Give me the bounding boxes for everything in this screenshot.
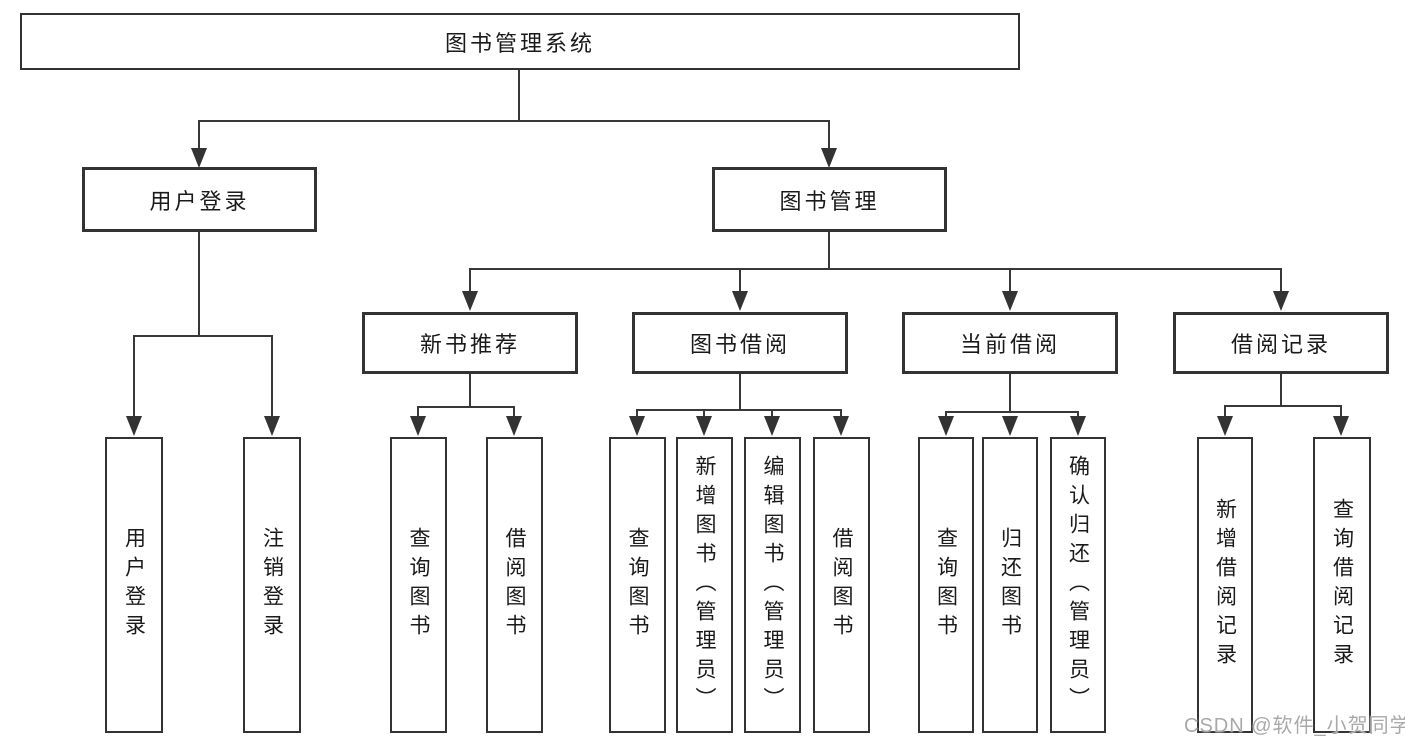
node-new-book-recommend: 新书推荐 <box>362 312 578 374</box>
arrowhead-down-icon <box>1002 416 1018 436</box>
leaf-label: 新增借阅记录 <box>1213 498 1237 672</box>
connector-line <box>1280 374 1282 405</box>
connector-line <box>1280 268 1282 294</box>
connector-line <box>469 374 471 406</box>
connector-line <box>739 268 741 294</box>
node-label: 图书管理 <box>779 188 880 214</box>
leaf-label: 归还图书 <box>998 527 1022 643</box>
leaf-borrow-books: 借阅图书 <box>813 437 870 733</box>
node-current-borrowing: 当前借阅 <box>902 312 1118 374</box>
leaf-label: 新增图书（管理员） <box>693 454 717 716</box>
arrowhead-down-icon <box>833 416 849 436</box>
leaf-label: 确认归还（管理员） <box>1066 454 1090 716</box>
arrowhead-down-icon <box>696 416 712 436</box>
node-label: 新书推荐 <box>419 332 520 357</box>
leaf-query-books: 查询图书 <box>918 437 974 733</box>
leaf-label: 编辑图书（管理员） <box>761 454 785 716</box>
arrowhead-down-icon <box>191 148 207 168</box>
leaf-label: 查询图书 <box>626 527 650 643</box>
connector-line <box>133 335 135 417</box>
connector-line <box>1224 405 1342 407</box>
connector-line <box>198 120 200 149</box>
leaf-label: 用户登录 <box>122 527 146 643</box>
leaf-label: 查询借阅记录 <box>1330 498 1354 672</box>
connector-line <box>1224 405 1226 419</box>
leaf-label: 借阅图书 <box>503 527 527 643</box>
connector-line <box>703 409 705 419</box>
arrowhead-down-icon <box>506 416 522 436</box>
node-label: 当前借阅 <box>959 332 1060 357</box>
connector-line <box>1009 268 1011 294</box>
connector-line <box>840 409 842 419</box>
connector-line <box>739 374 741 409</box>
arrowhead-down-icon <box>264 416 280 436</box>
connector-line <box>469 268 1282 270</box>
arrowhead-down-icon <box>1002 291 1018 311</box>
leaf-query-books: 查询图书 <box>609 437 666 733</box>
connector-line <box>133 335 273 337</box>
arrowhead-down-icon <box>1217 416 1233 436</box>
leaf-label: 借阅图书 <box>830 527 854 643</box>
arrowhead-down-icon <box>821 148 837 168</box>
connector-line <box>271 335 273 417</box>
leaf-logout: 注销登录 <box>243 437 301 733</box>
leaf-query-borrow-record: 查询借阅记录 <box>1313 437 1371 733</box>
arrowhead-down-icon <box>732 291 748 311</box>
leaf-add-books-admin: 新增图书（管理员） <box>676 437 733 733</box>
arrowhead-down-icon <box>764 416 780 436</box>
leaf-edit-books-admin: 编辑图书（管理员） <box>744 437 801 733</box>
leaf-user-login: 用户登录 <box>105 437 163 733</box>
csdn-watermark: CSDN @软件_小贺同学 <box>1184 715 1405 737</box>
leaf-label: 查询图书 <box>934 527 958 643</box>
connector-line <box>417 406 419 419</box>
node-library-management-system: 图书管理系统 <box>20 13 1020 70</box>
arrowhead-down-icon <box>938 416 954 436</box>
connector-line <box>518 70 520 120</box>
node-label: 图书管理系统 <box>444 30 595 56</box>
leaf-query-books: 查询图书 <box>390 437 447 733</box>
connector-line <box>636 409 842 411</box>
connector-line <box>469 268 471 294</box>
leaf-confirm-return-admin: 确认归还（管理员） <box>1050 437 1106 733</box>
arrowhead-down-icon <box>462 291 478 311</box>
connector-line <box>771 409 773 419</box>
arrowhead-down-icon <box>1333 416 1349 436</box>
connector-line <box>198 120 830 122</box>
node-borrowing-records: 借阅记录 <box>1173 312 1389 374</box>
connector-line <box>828 232 830 268</box>
leaf-label: 查询图书 <box>407 527 431 643</box>
node-book-borrowing: 图书借阅 <box>632 312 848 374</box>
arrowhead-down-icon <box>1070 416 1086 436</box>
connector-line <box>945 411 1079 413</box>
connector-line <box>198 232 200 335</box>
arrowhead-down-icon <box>126 416 142 436</box>
node-label: 用户登录 <box>149 188 250 214</box>
node-user-login: 用户登录 <box>82 167 317 232</box>
node-label: 借阅记录 <box>1230 332 1331 357</box>
leaf-borrow-books: 借阅图书 <box>486 437 543 733</box>
connector-line <box>1077 411 1079 419</box>
connector-line <box>1340 405 1342 419</box>
connector-line <box>1009 374 1011 411</box>
connector-line <box>417 406 515 408</box>
arrowhead-down-icon <box>629 416 645 436</box>
arrowhead-down-icon <box>410 416 426 436</box>
node-label: 图书借阅 <box>689 332 790 357</box>
node-book-management: 图书管理 <box>712 167 947 232</box>
connector-line <box>636 409 638 419</box>
leaf-label: 注销登录 <box>260 527 284 643</box>
leaf-return-books: 归还图书 <box>982 437 1038 733</box>
connector-line <box>828 120 830 149</box>
connector-line <box>513 406 515 419</box>
arrowhead-down-icon <box>1273 291 1289 311</box>
leaf-add-borrow-record: 新增借阅记录 <box>1197 437 1253 733</box>
connector-line <box>945 411 947 419</box>
